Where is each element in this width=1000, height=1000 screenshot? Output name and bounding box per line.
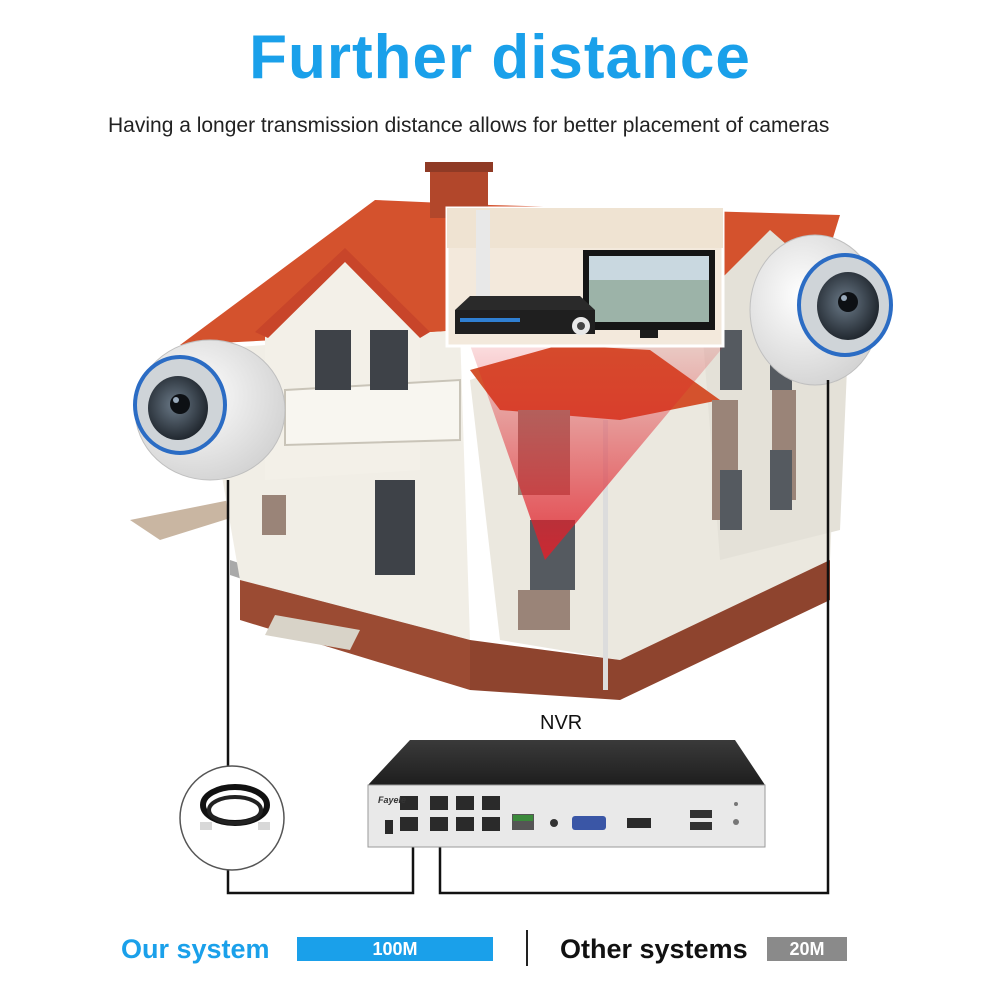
- our-system-label: Our system: [121, 934, 270, 964]
- page-title: Further distance: [249, 23, 751, 92]
- page-subtitle: Having a longer transmission distance al…: [108, 114, 830, 137]
- cable-coil-inset: [179, 765, 285, 871]
- coverage-beam: [470, 345, 725, 560]
- distance-comparison: Our system 100M Other systems 20M: [0, 922, 1000, 972]
- monitor-inset: [445, 206, 725, 348]
- dome-camera-right: [749, 234, 893, 386]
- other-systems-label: Other systems: [560, 934, 748, 964]
- comparison-divider: [526, 930, 528, 966]
- nvr-device: [367, 740, 766, 848]
- our-system-distance-bar: 100M: [297, 937, 493, 961]
- nvr-label: NVR: [540, 712, 583, 734]
- network-cables: [226, 380, 830, 895]
- dome-camera-left: [133, 339, 286, 481]
- nvr-brand-label: Fayele: [378, 795, 407, 805]
- other-systems-distance-bar: 20M: [767, 937, 847, 961]
